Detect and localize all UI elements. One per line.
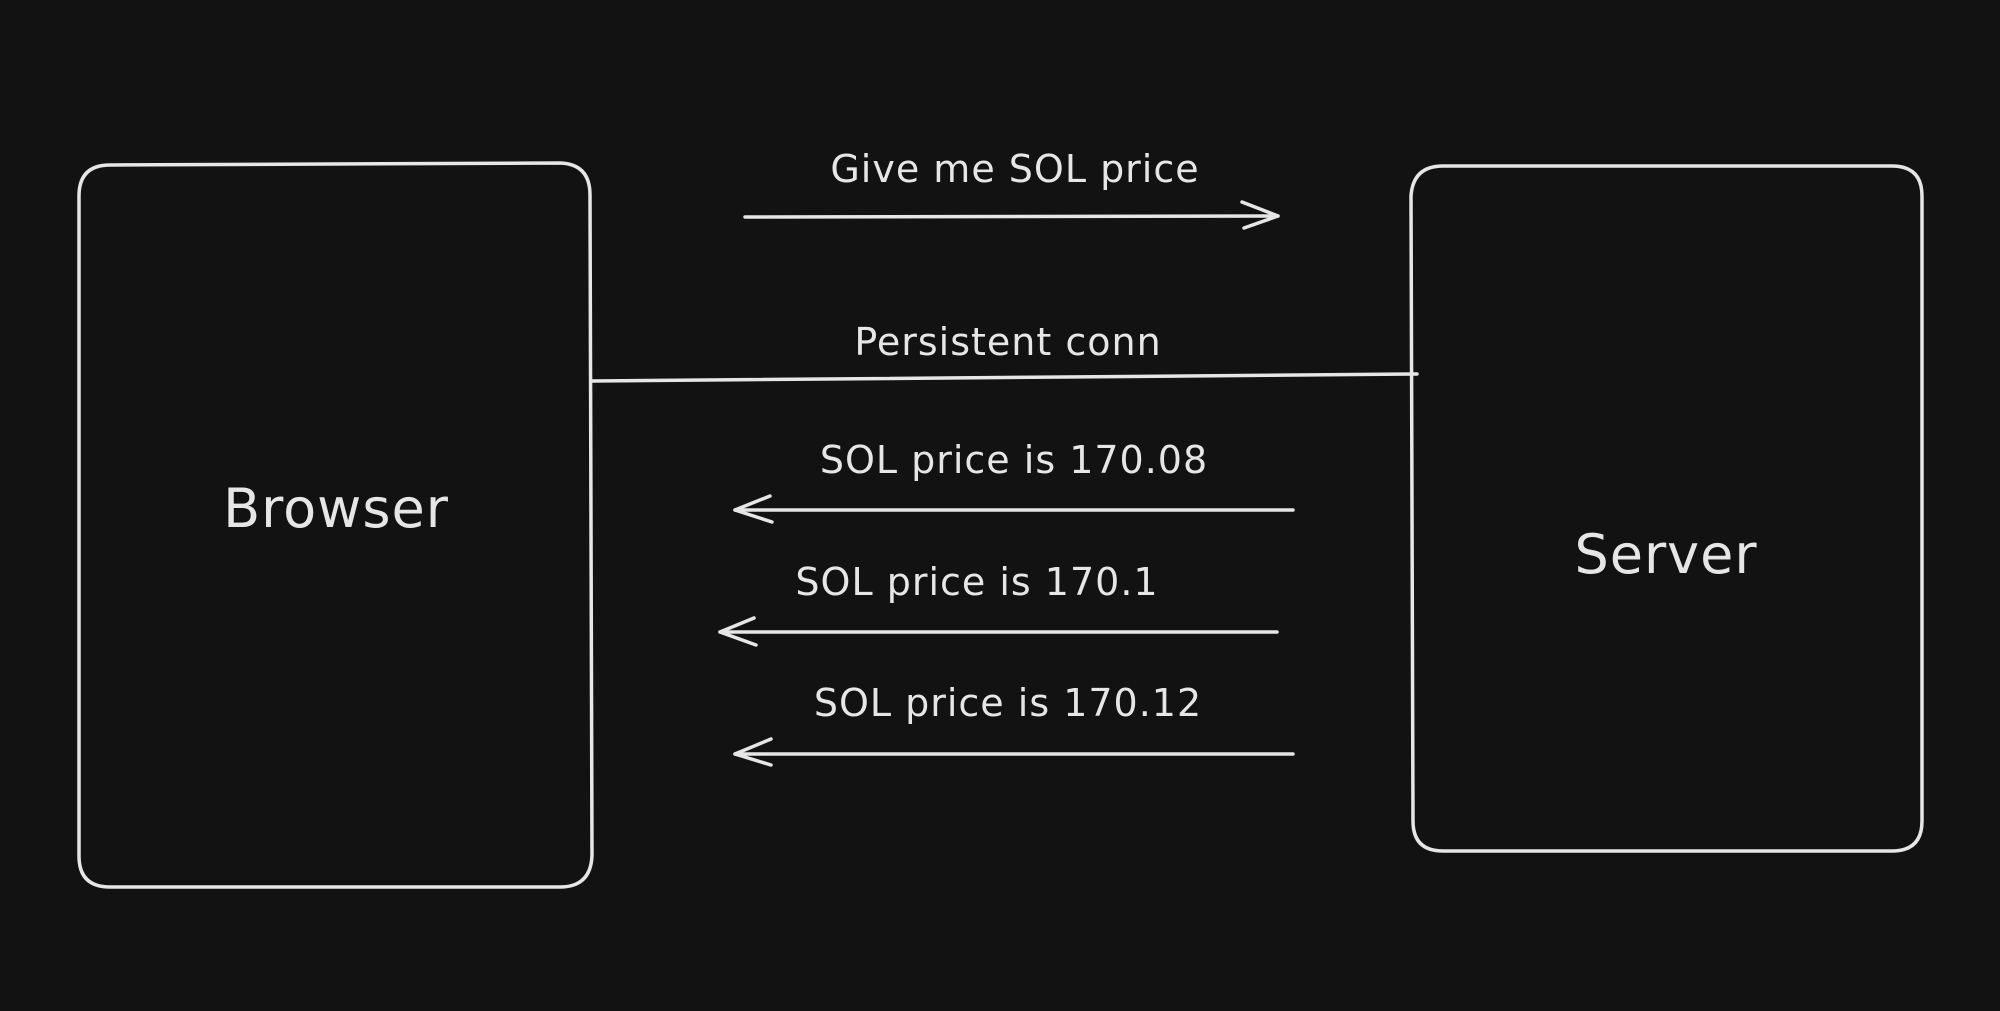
persistent-connection-line [590,372,1419,383]
browser-box[interactable] [77,161,594,889]
update-arrow-2 [718,616,1279,647]
update-arrow-3 [733,737,1295,767]
update-label-2: SOL price is 170.1 [795,560,1159,604]
browser-label: Browser [223,477,449,540]
update-label-1: SOL price is 170.08 [819,438,1209,482]
request-arrow [743,200,1280,230]
update-arrow-1 [733,494,1295,524]
server-label: Server [1574,523,1758,586]
persistent-connection-label: Persistent conn [854,320,1162,364]
update-label-3: SOL price is 170.12 [813,681,1203,725]
request-label: Give me SOL price [830,147,1200,191]
server-box[interactable] [1409,164,1924,853]
